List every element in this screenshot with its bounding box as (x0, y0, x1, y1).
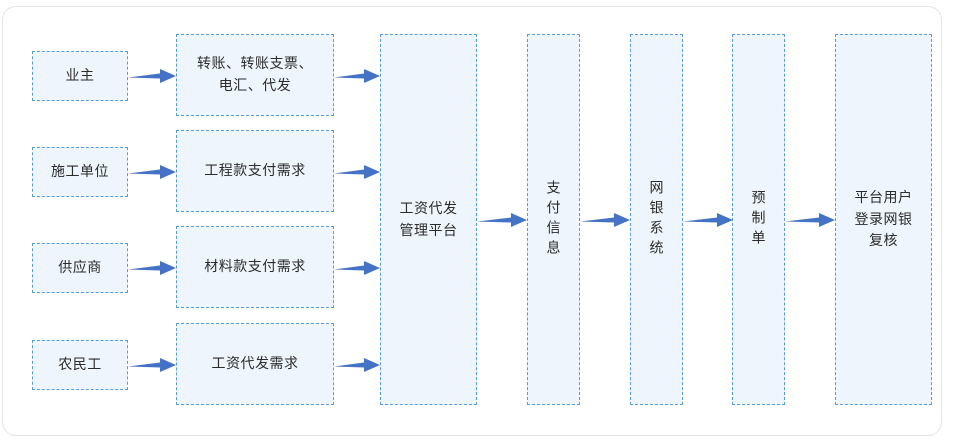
node-demand-material-payment[interactable]: 材料款支付需求 (176, 226, 334, 308)
node-label: 工程款支付需求 (204, 162, 306, 179)
node-label: 预制单 (750, 189, 767, 250)
node-label: 工资代发 管理平台 (399, 199, 458, 238)
node-actor-contractor[interactable]: 施工单位 (32, 147, 128, 197)
node-label: 平台用户 登录网银 复核 (854, 188, 913, 249)
node-demand-transfer-methods[interactable]: 转账、转账支票、 电汇、代发 (176, 34, 334, 116)
node-label: 转账、转账支票、 电汇、代发 (197, 55, 313, 93)
node-actor-owner[interactable]: 业主 (32, 51, 128, 101)
diagram-outer-frame (2, 6, 942, 436)
node-demand-project-payment[interactable]: 工程款支付需求 (176, 130, 334, 212)
node-label: 材料款支付需求 (204, 258, 306, 275)
node-pipeline-pay-info[interactable]: 支付信息 (527, 34, 580, 405)
node-label: 供应商 (58, 259, 102, 276)
node-label: 网银系统 (648, 179, 665, 260)
node-label: 施工单位 (51, 163, 109, 180)
node-label: 业主 (65, 67, 95, 84)
node-label: 农民工 (58, 356, 102, 373)
node-pipeline-review[interactable]: 平台用户 登录网银 复核 (835, 34, 932, 405)
node-pipeline-platform[interactable]: 工资代发 管理平台 (380, 34, 477, 405)
node-pipeline-ebank[interactable]: 网银系统 (630, 34, 683, 405)
node-actor-supplier[interactable]: 供应商 (32, 243, 128, 293)
node-label: 工资代发需求 (211, 355, 299, 372)
node-demand-salary-payment[interactable]: 工资代发需求 (176, 323, 334, 405)
node-actor-worker[interactable]: 农民工 (32, 340, 128, 390)
node-label: 支付信息 (545, 179, 562, 260)
node-pipeline-pre-order[interactable]: 预制单 (732, 34, 785, 405)
